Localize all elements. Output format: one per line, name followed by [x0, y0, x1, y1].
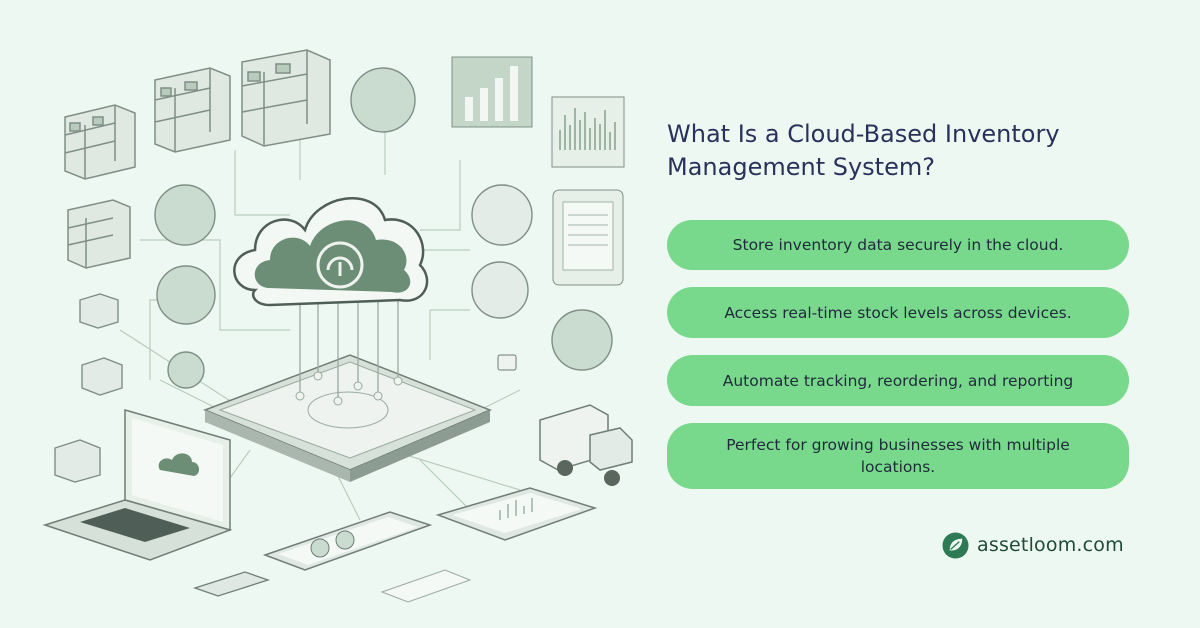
feature-text: Access real-time stock levels across dev…	[724, 303, 1072, 322]
lock-icon	[497, 354, 517, 371]
cloud-inventory-illustration	[42, 49, 633, 603]
tablet-screen-icon	[262, 511, 433, 571]
server-platform-icon	[202, 354, 492, 482]
laptop-icon	[42, 409, 233, 561]
leaf-logo-icon	[942, 531, 969, 559]
page-title-line-1: What Is a Cloud-Based Inventory	[667, 120, 1060, 148]
feature-text: Perfect for growing businesses with mult…	[726, 436, 1070, 476]
delivery-truck-icon	[539, 404, 633, 486]
feature-text: Automate tracking, reordering, and repor…	[722, 371, 1074, 390]
network-circle-icon	[350, 67, 416, 133]
gauge-circle-icon	[471, 184, 533, 246]
feature-text: Store inventory data securely in the clo…	[732, 236, 1064, 254]
dashboard-tablet-icon	[435, 487, 598, 541]
warehouse-shelf-icon	[64, 49, 331, 269]
page-title-line-2: Management System?	[667, 153, 935, 181]
brand-name: assetloom.com	[977, 534, 1124, 556]
compass-circle-icon	[471, 261, 529, 319]
feature-pill-secure-storage: Store inventory data securely in the clo…	[667, 220, 1129, 270]
analytics-panel-icon	[551, 96, 625, 168]
box-stack-icon	[54, 293, 123, 483]
page-title: What Is a Cloud-Based Inventory Manageme…	[667, 118, 1137, 184]
feature-pill-realtime-access: Access real-time stock levels across dev…	[667, 287, 1129, 338]
phone-icon	[192, 571, 271, 597]
feature-pill-growing-businesses: Perfect for growing businesses with mult…	[667, 423, 1129, 489]
cloud-icon	[233, 196, 429, 307]
small-circle-icon	[167, 351, 205, 389]
clock-circle-icon	[551, 309, 613, 371]
brand-link[interactable]: assetloom.com	[942, 530, 1124, 560]
box-circle-icon	[154, 184, 216, 246]
hand-box-circle-icon	[156, 265, 216, 325]
bar-chart-icon	[451, 56, 533, 128]
document-icon	[380, 569, 472, 603]
tablet-device-icon	[552, 189, 624, 286]
feature-pill-automation: Automate tracking, reordering, and repor…	[667, 355, 1129, 406]
